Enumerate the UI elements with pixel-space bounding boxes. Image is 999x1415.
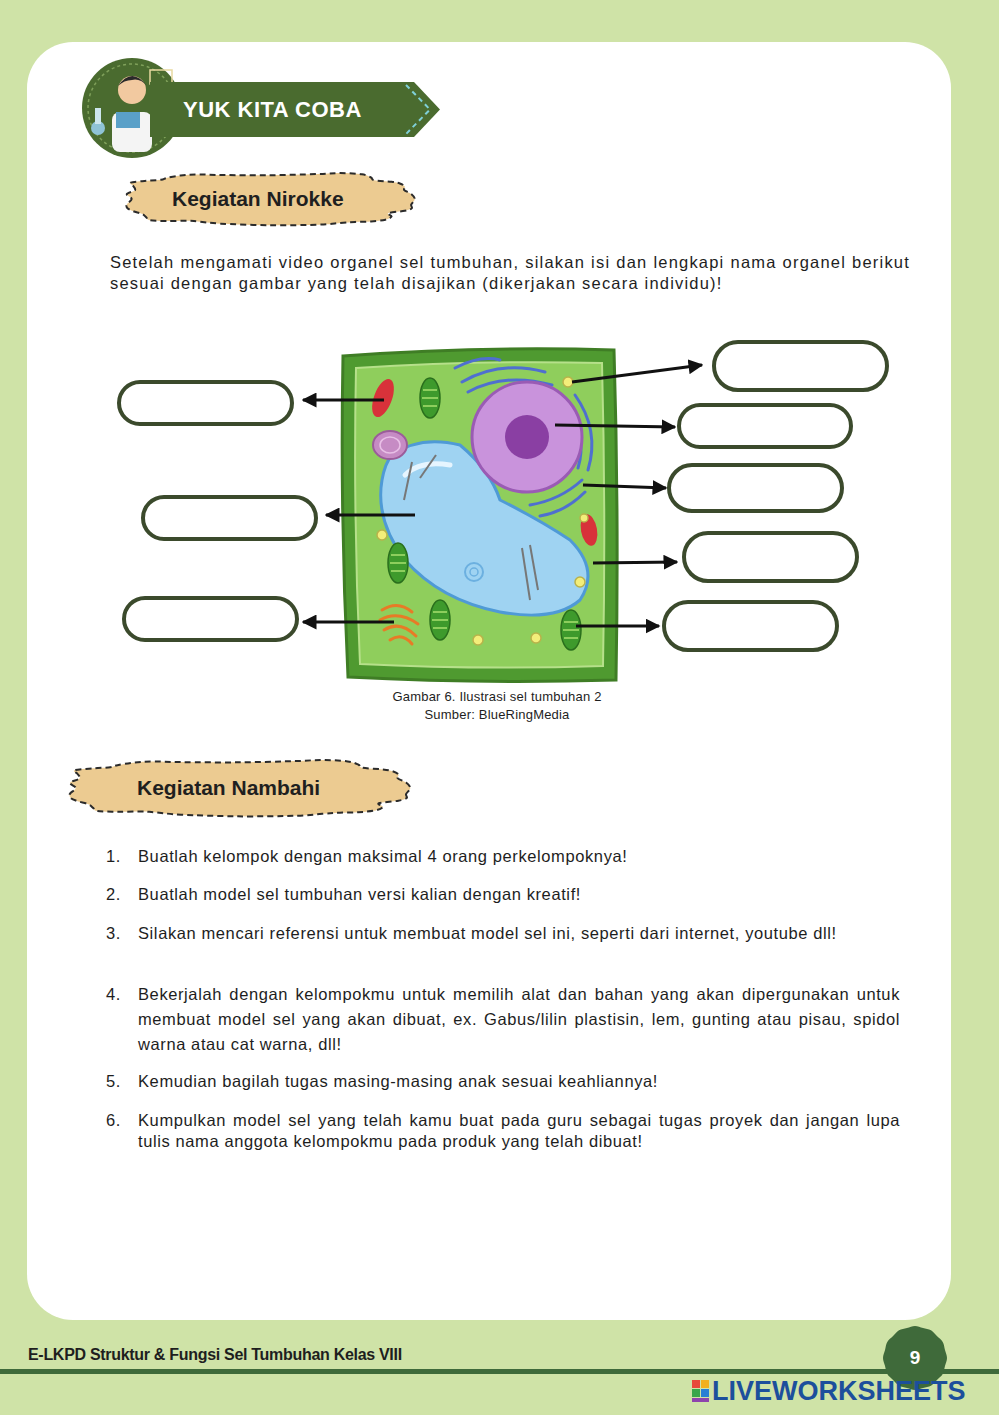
figure-caption: Gambar 6. Ilustrasi sel tumbuhan 2	[297, 688, 697, 705]
activity-tag-text: Kegiatan Nambahi	[137, 776, 320, 800]
instruction-text: Setelah mengamati video organel sel tumb…	[110, 252, 910, 294]
section-banner-text: YUK KITA COBA	[183, 97, 362, 123]
page-number-text: 9	[910, 1347, 921, 1369]
activity-tag: Kegiatan Nirokke	[122, 170, 416, 228]
watermark: LIVEWORKSHEETS	[712, 1375, 992, 1407]
list-number: 5.	[106, 1071, 136, 1092]
figure-source: Sumber: BlueRingMedia	[297, 706, 697, 723]
list-number: 2.	[106, 884, 136, 905]
activity-tag: Kegiatan Nambahi	[65, 757, 411, 819]
list-item: Bekerjalah dengan kelompokmu untuk memil…	[138, 982, 900, 1057]
list-number: 3.	[106, 923, 136, 944]
logo-squares	[692, 1380, 709, 1402]
footer-title: E-LKPD Struktur & Fungsi Sel Tumbuhan Ke…	[28, 1345, 588, 1365]
list-number: 4.	[106, 982, 136, 1007]
list-number: 6.	[106, 1110, 136, 1131]
leader-arrow	[303, 365, 702, 626]
list-item: Kemudian bagilah tugas masing-masing ana…	[138, 1071, 900, 1092]
section-banner: YUK KITA COBA	[150, 82, 440, 137]
answer-box	[119, 342, 887, 650]
footer-bar	[0, 1369, 999, 1374]
list-item: Buatlah kelompok dengan maksimal 4 orang…	[138, 846, 900, 867]
list-number: 1.	[106, 846, 136, 867]
white-panel	[27, 42, 951, 1320]
list-item: Buatlah model sel tumbuhan versi kalian …	[138, 884, 900, 905]
list-item: Kumpulkan model sel yang telah kamu buat…	[138, 1110, 900, 1152]
list-item: Silakan mencari referensi untuk membuat …	[138, 923, 900, 944]
activity-tag-text: Kegiatan Nirokke	[172, 187, 344, 211]
